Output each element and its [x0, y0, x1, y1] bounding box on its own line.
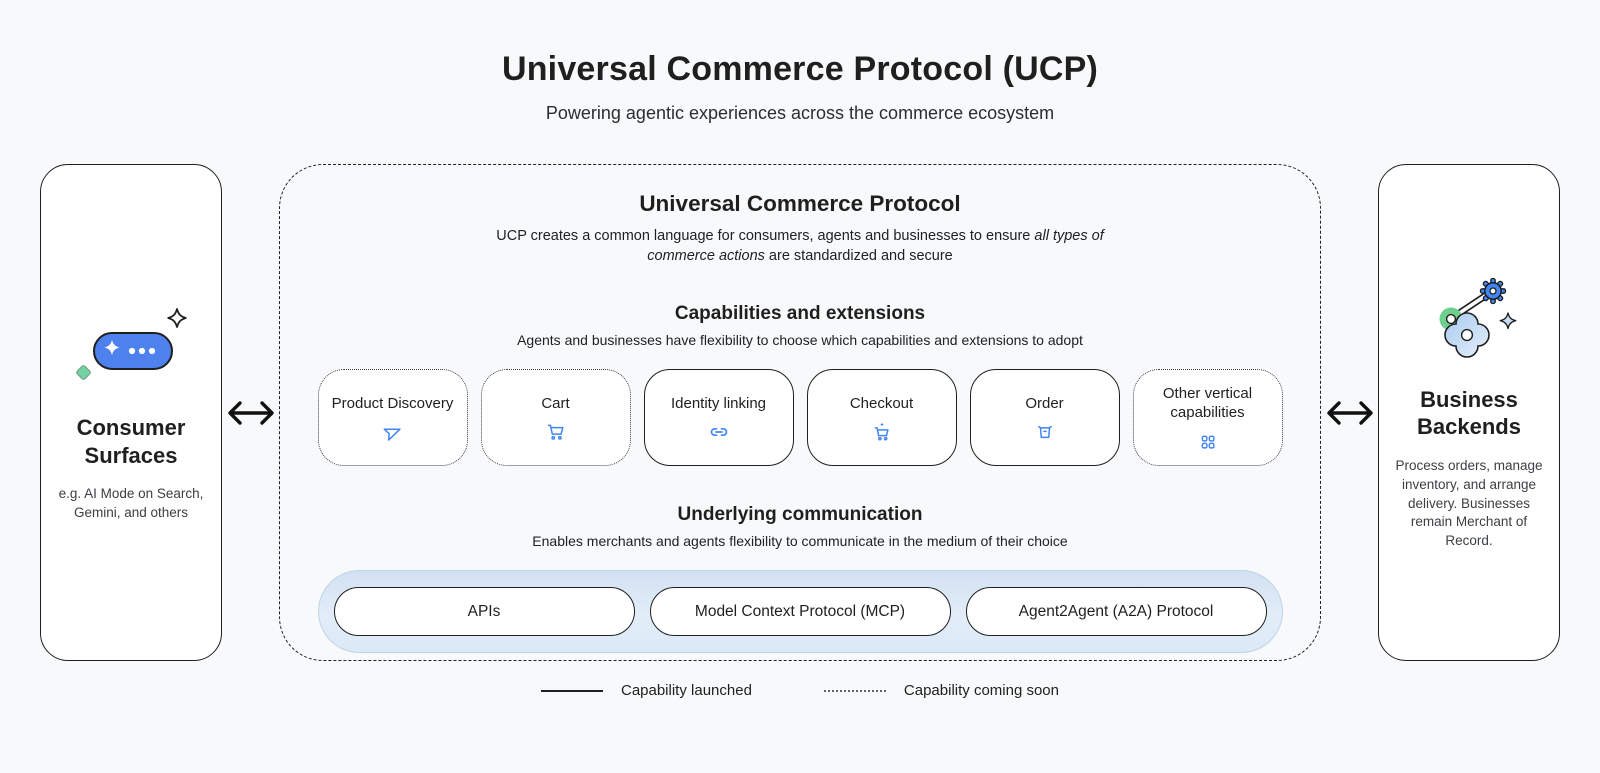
ucp-desc-suffix: are standardized and secure [764, 248, 953, 264]
capabilities-row: Product Discovery Cart I [317, 369, 1283, 466]
link-icon [708, 422, 730, 442]
communication-section-title: Underlying communication [677, 504, 923, 525]
order-box-icon [1035, 422, 1055, 442]
capability-label: Checkout [849, 394, 914, 412]
communication-container: APIs Model Context Protocol (MCP) Agent2… [317, 570, 1283, 653]
chat-sparkle-icon [72, 302, 190, 388]
apps-grid-icon [1199, 432, 1217, 452]
ucp-panel: Universal Commerce Protocol UCP creates … [279, 164, 1321, 661]
send-icon [382, 422, 403, 442]
business-backends-card: Business Backends Process orders, manage… [1378, 164, 1560, 661]
capability-label: Other vertical capabilities [1162, 385, 1253, 421]
consumer-surfaces-card: Consumer Surfaces e.g. AI Mode on Search… [40, 164, 222, 661]
business-backends-description: Process orders, manage inventory, and ar… [1395, 457, 1543, 549]
capability-other-vertical: Other vertical capabilities [1132, 369, 1283, 466]
dotted-line-icon [823, 689, 886, 692]
ucp-desc-italic: all types of commerce actions [647, 228, 1104, 264]
ucp-panel-title: Universal Commerce Protocol [639, 191, 961, 216]
capability-label: Identity linking [670, 394, 767, 412]
consumer-surfaces-description: e.g. AI Mode on Search, Gemini, and othe… [58, 486, 204, 520]
legend-item-launched: Capability launched [540, 682, 752, 699]
legend-launched-label: Capability launched [620, 682, 752, 699]
page-title: Universal Commerce Protocol (UCP) [501, 50, 1099, 88]
capability-identity-linking: Identity linking [643, 369, 794, 466]
capability-checkout: Checkout [806, 369, 957, 466]
gears-icon [1417, 274, 1521, 360]
legend: Capability launched Capability coming so… [0, 682, 1600, 699]
solid-line-icon [540, 689, 603, 692]
capabilities-section-title: Capabilities and extensions [674, 303, 926, 324]
cart-icon [546, 422, 566, 442]
capabilities-section-subtitle: Agents and businesses have flexibility t… [517, 332, 1083, 348]
communication-section-subtitle: Enables merchants and agents flexibility… [532, 533, 1068, 549]
page-subtitle: Powering agentic experiences across the … [545, 103, 1055, 123]
capability-label: Product Discovery [331, 394, 454, 412]
legend-coming-soon-label: Capability coming soon [903, 682, 1059, 699]
business-backends-title: Business Backends [1417, 386, 1521, 440]
diagram-main-row: Consumer Surfaces e.g. AI Mode on Search… [40, 164, 1560, 661]
capability-label: Order [1025, 394, 1064, 412]
page-header: Universal Commerce Protocol (UCP) Poweri… [0, 0, 1600, 124]
comm-pill-apis: APIs [333, 587, 635, 636]
right-bidirectional-arrow-icon [1321, 164, 1378, 661]
ucp-panel-description: UCP creates a common language for consum… [485, 226, 1115, 266]
left-bidirectional-arrow-icon [222, 164, 279, 661]
capability-label: Cart [541, 394, 570, 412]
capability-product-discovery: Product Discovery [317, 369, 468, 466]
ucp-desc-prefix: UCP creates a common language for consum… [496, 228, 1035, 244]
capability-order: Order [969, 369, 1120, 466]
consumer-surfaces-title: Consumer Surfaces [76, 415, 186, 468]
comm-pill-mcp: Model Context Protocol (MCP) [649, 587, 951, 636]
cart-checkout-icon [872, 422, 892, 442]
legend-item-coming-soon: Capability coming soon [823, 682, 1059, 699]
capability-cart: Cart [480, 369, 631, 466]
comm-pill-a2a: Agent2Agent (A2A) Protocol [965, 587, 1267, 636]
